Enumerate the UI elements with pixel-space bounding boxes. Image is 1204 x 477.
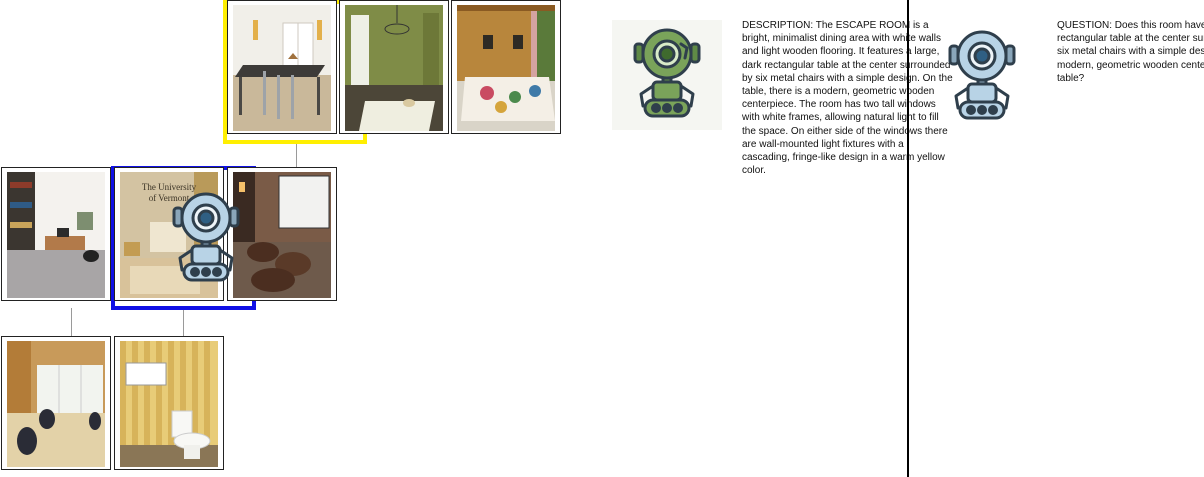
edge-dining-to-lobby	[296, 141, 297, 170]
description-avatar	[612, 20, 722, 130]
wall-sign-line-1: The University	[142, 182, 197, 192]
room-question: QUESTION: Does this room have a dark rec…	[1057, 20, 1204, 84]
room-description: DESCRIPTION: The ESCAPE ROOM is a bright…	[742, 20, 953, 177]
sunroom-image	[7, 341, 105, 467]
room-dining-room[interactable]	[227, 0, 337, 134]
room-bedroom[interactable]	[451, 0, 561, 134]
question-panel: QUESTION: Does this room have a dark rec…	[909, 0, 1204, 477]
room-bathroom[interactable]	[114, 336, 224, 470]
bathroom-image	[120, 341, 218, 467]
room-green-dining-room[interactable]	[339, 0, 449, 134]
room-office[interactable]	[1, 167, 111, 301]
dining-room-image	[233, 5, 331, 131]
question-robot-icon	[946, 30, 1018, 122]
green-dining-room-image	[345, 5, 443, 131]
panel-divider	[907, 0, 909, 477]
office-image	[7, 172, 105, 298]
home-theater-image	[233, 172, 331, 298]
room-home-theater[interactable]	[227, 167, 337, 301]
edge-office-to-sunroom	[71, 308, 72, 337]
wall-sign-line-2: of Vermont	[149, 193, 190, 203]
room-sunroom[interactable]	[1, 336, 111, 470]
bedroom-image	[457, 5, 555, 131]
edge-lobby-to-bathroom	[183, 308, 184, 337]
robot-icon	[170, 192, 242, 284]
